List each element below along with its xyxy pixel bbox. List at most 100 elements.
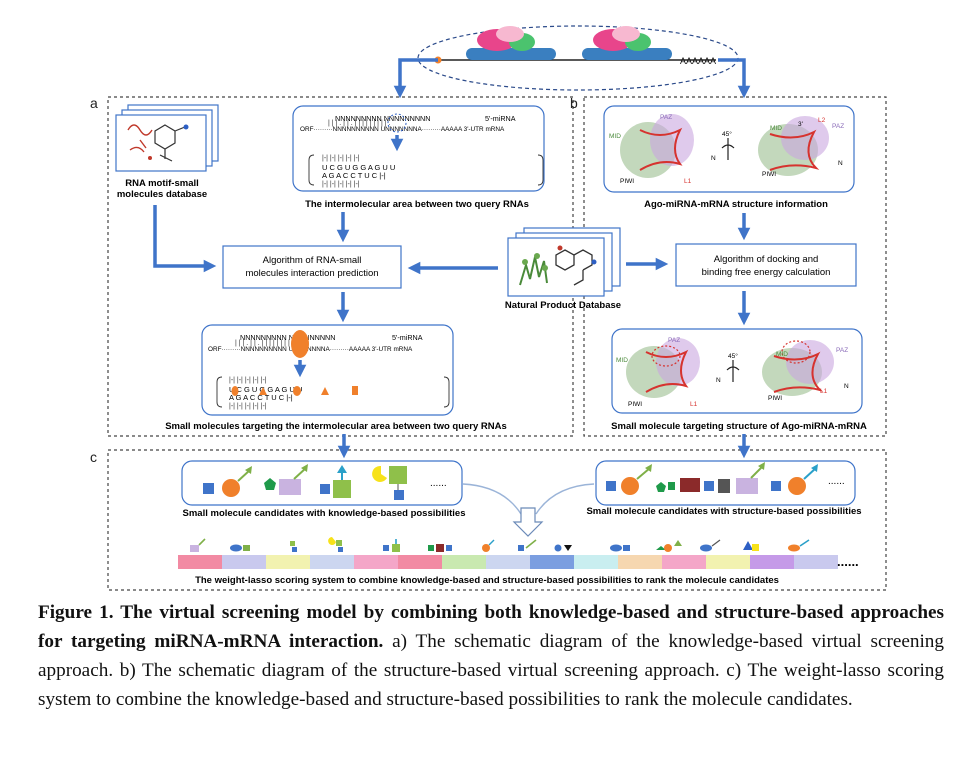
rna-top-box: NNNNNNNNN NNNNNNNNN 5'-miRNA | | | . | |… <box>292 105 545 192</box>
panel-c-label: c <box>90 449 97 465</box>
paz-label-3: PAZ <box>668 337 680 344</box>
ago-structure-caption: Ago-miRNA-mRNA structure information <box>644 199 828 210</box>
knowledge-ellipsis: ...... <box>430 478 447 489</box>
database-stack-icon <box>115 104 219 172</box>
rank-ellipsis: ...... <box>837 554 859 569</box>
n-label-4: N <box>844 383 849 390</box>
angle-label-1: 45° <box>722 130 732 138</box>
panel-a-arrows <box>153 205 669 323</box>
ribosome-1-icon <box>466 26 556 60</box>
rank-segment <box>618 555 662 569</box>
n-label-3: N <box>716 377 721 384</box>
algorithm-a-box <box>222 245 402 289</box>
rank-segment <box>662 555 706 569</box>
structure-candidates-box: ...... <box>595 460 856 506</box>
panel-b-label: b <box>570 95 578 111</box>
l2-label: L2 <box>818 117 826 124</box>
mid-label-4: MID <box>776 351 788 358</box>
rank-segment <box>486 555 530 569</box>
rna-top-seq-1: NNNNNNNNN NNNNNNNNN <box>335 114 430 123</box>
rna-bottom-seq-2: ORF·········NNNNNNNNNN UNNNNNNNA········… <box>208 346 413 353</box>
paz-label-4: PAZ <box>836 347 848 354</box>
rank-segment <box>750 555 794 569</box>
rna-top-seq-2: ORF·········NNNNNNNNNN UNNNNNNNA········… <box>300 126 505 133</box>
ranking-bar <box>178 555 838 569</box>
rank-segment <box>574 555 618 569</box>
rna-bottom-box: NNNNNNNNN NNNNNNNNN 5'-miRNA | | | . | |… <box>201 324 454 416</box>
rna-bottom-caption: Small molecules targeting the intermolec… <box>165 421 507 432</box>
rna-top-mirna-label: 5'-miRNA <box>485 114 516 123</box>
top-mrna-ribosome: AAAAAA <box>417 25 739 91</box>
ribosome-2-icon <box>582 26 672 60</box>
rna-bottom-motif-2: A G A C C T U C |-| <box>229 393 293 402</box>
piwi-label-1: PIWI <box>620 178 634 185</box>
rna-top-caption: The intermolecular area between two quer… <box>305 199 529 210</box>
svg-text:|-| |-| |-|: |-| |-| |-| |-| |-| <box>229 377 267 384</box>
molecule-binding-marker <box>291 330 309 358</box>
rna-bottom-mirna-label: 5'-miRNA <box>392 333 423 342</box>
figure-caption: Figure 1. The virtual screening model by… <box>38 598 944 714</box>
top-connectors <box>393 58 751 99</box>
database-label-line-1: RNA motif-small <box>125 178 199 189</box>
rank-segment <box>706 555 750 569</box>
paz-label-2: PAZ <box>832 123 844 130</box>
rna-top-motif-1: U C G U G G A G U U <box>322 163 395 172</box>
n-label-2: N <box>838 160 843 167</box>
piwi-label-2: PIWI <box>762 171 776 178</box>
panel-c-arrows <box>337 434 751 459</box>
rank-segment <box>266 555 310 569</box>
svg-text:|-| |-| |-|: |-| |-| |-| |-| |-| <box>322 181 360 188</box>
algorithm-a-line-2: molecules interaction prediction <box>245 268 378 279</box>
three-prime-label: 3' <box>798 121 803 128</box>
algorithm-b-line-1: Algorithm of docking and <box>714 254 819 265</box>
ago-target-caption: Small molecule targeting structure of Ag… <box>611 421 867 432</box>
mid-label-2: MID <box>770 125 782 132</box>
knowledge-candidates-box: ...... <box>181 460 463 506</box>
rank-segment <box>178 555 222 569</box>
caption-rest: a) The schematic diagram of the knowledg… <box>38 631 944 710</box>
paz-label-1: PAZ <box>660 114 672 121</box>
rna-bottom-motif-1: U C G U G G A G U U <box>229 385 302 394</box>
rna-bottom-seq-1: NNNNNNNNN NNNNNNNNN <box>240 333 335 342</box>
piwi-label-4: PIWI <box>768 395 782 402</box>
caption-bold: Figure 1. The virtual screening model by… <box>38 602 944 652</box>
rank-segment <box>398 555 442 569</box>
algorithm-b-box <box>675 243 857 287</box>
piwi-label-3: PIWI <box>628 401 642 408</box>
rank-segment <box>442 555 486 569</box>
structure-caption: Small molecule candidates with structure… <box>586 506 861 517</box>
poly-a-label: AAAAAA <box>680 56 716 66</box>
algorithm-a-line-1: Algorithm of RNA-small <box>263 255 362 266</box>
ago-structure-box: 45° PAZ MID PIWI L1 N MID 3' L2 PAZ PIWI… <box>603 105 855 193</box>
rank-segment <box>222 555 266 569</box>
rank-segment <box>354 555 398 569</box>
mid-label-1: MID <box>609 133 621 140</box>
l1-label-1: L1 <box>684 178 692 185</box>
structure-ellipsis: ...... <box>828 476 845 487</box>
l1-label-2: L1 <box>690 401 698 408</box>
algorithm-b-line-2: binding free energy calculation <box>702 267 831 278</box>
panel-a-label: a <box>90 95 98 111</box>
natural-db-label: Natural Product Database <box>505 300 621 311</box>
knowledge-caption: Small molecule candidates with knowledge… <box>183 508 466 519</box>
svg-text:|-| |-| |-|: |-| |-| |-| |-| |-| <box>322 155 360 162</box>
rna-top-motif-2: A G A C C T U C |-| <box>322 171 386 180</box>
l1-label-3: L1 <box>820 388 828 395</box>
merge-arrow <box>462 483 595 537</box>
n-label-1: N <box>711 155 716 162</box>
database-label-line-2: molecules database <box>117 189 207 200</box>
angle-label-2: 45° <box>728 352 738 360</box>
natural-product-stack-icon <box>507 227 621 297</box>
rank-segment <box>794 555 838 569</box>
svg-text:| | | . | | . | | | |: | | | . | | . | | | | | | | | | . <box>235 340 297 347</box>
mid-label-3: MID <box>616 357 628 364</box>
ranking-caption: The weight-lasso scoring system to combi… <box>195 575 779 586</box>
ago-target-box: 45° PAZ MID PIWI L1 N MID PAZ PIWI L1 N <box>611 328 863 414</box>
rank-segment <box>530 555 574 569</box>
svg-text:|-| |-| |-|: |-| |-| |-| |-| |-| <box>229 403 267 410</box>
svg-text:| | | . | | . | | | |: | | | . | | . | | | | | | | | | . <box>328 120 390 127</box>
panel-c-frame <box>107 449 887 591</box>
ranking-icons <box>190 537 810 552</box>
rank-segment <box>310 555 354 569</box>
